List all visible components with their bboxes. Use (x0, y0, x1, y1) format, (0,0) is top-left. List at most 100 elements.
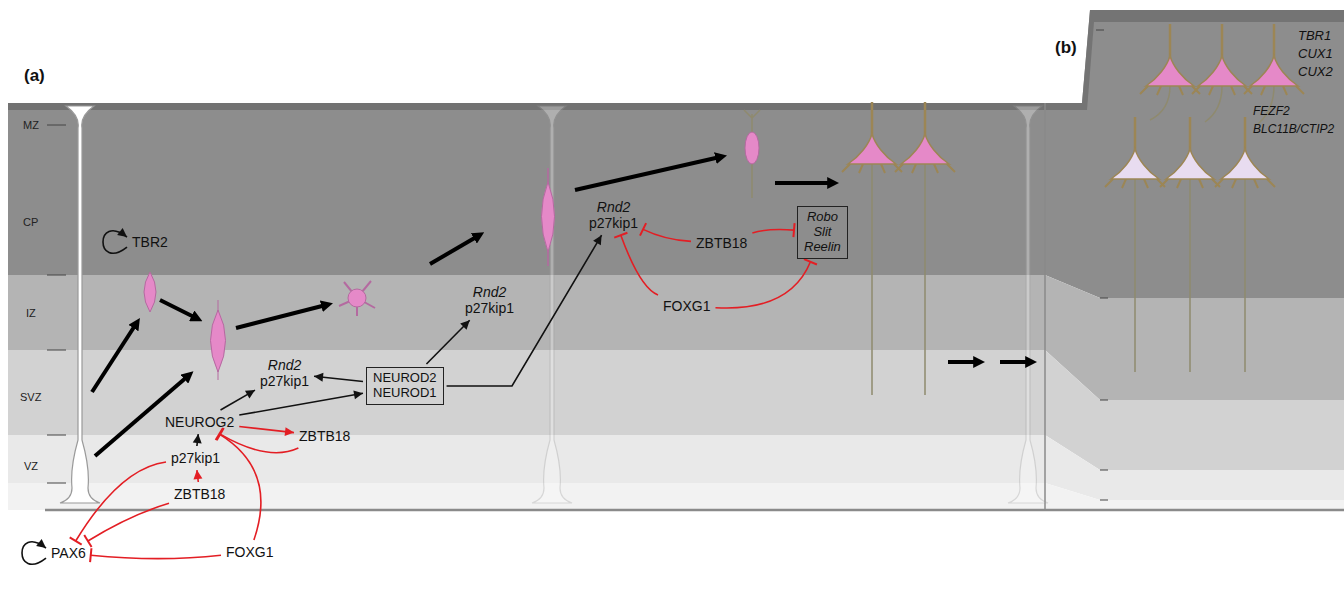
radial-glia (60, 106, 100, 503)
gene-name: Slit (804, 225, 841, 240)
neuron-cells (218, 371, 219, 380)
connector-line (752, 229, 794, 233)
regulation-connector (90, 548, 221, 562)
connector-line (220, 434, 298, 453)
pyramidal-neurons (1244, 24, 1304, 95)
cortex-bands-b (1045, 10, 1344, 298)
panel-letter: (b) (1055, 38, 1077, 58)
neuron-cells (211, 310, 226, 372)
neuron-cells (745, 132, 759, 164)
panel-divider (45, 103, 1344, 510)
arrowhead (353, 390, 363, 399)
zone-label: IZ (26, 307, 36, 320)
gene-label: ZBTB18 (172, 485, 227, 503)
cortex-bands-b (1045, 350, 1344, 470)
gene-name: p27kip1 (589, 215, 638, 231)
lineage-arrow (92, 324, 136, 392)
connector-line (426, 320, 469, 364)
arrowhead (193, 434, 202, 443)
arrowhead (593, 235, 601, 245)
lineage-arrow (575, 157, 720, 190)
pyramidal-neurons (895, 102, 955, 173)
gene-label: NEUROG2 (163, 413, 236, 431)
gene-name: TBR2 (132, 234, 168, 250)
gene-name: Robo (804, 210, 841, 225)
inhibition-bar (614, 233, 627, 238)
gene-label: Rnd2p27kip1 (258, 356, 311, 390)
gene-label: FOXG1 (224, 543, 275, 561)
cortex-bands-b (1045, 10, 1344, 110)
gene-box: NEUROD2NEUROD1 (366, 367, 444, 405)
gene-label: p27kip1 (169, 449, 222, 467)
arrowhead (245, 390, 255, 398)
connector-line (221, 390, 255, 410)
zone-tick (1100, 298, 1108, 299)
connector-line (715, 262, 810, 308)
layer-marker: CUX2 (1298, 65, 1333, 80)
arrowhead (285, 427, 294, 436)
gene-name: Rnd2 (260, 357, 309, 373)
zone-label: CP (23, 216, 38, 229)
connector-line (88, 503, 169, 541)
gene-name: p27kip1 (260, 373, 309, 389)
gene-name: FOXG1 (663, 298, 710, 314)
regulation-connector (70, 462, 166, 545)
pyramidal-neurons (872, 164, 925, 395)
zone-tick (47, 30, 1108, 500)
gene-name: ZBTB18 (174, 486, 225, 502)
inhibition-bar (640, 223, 646, 236)
gene-name: FOXG1 (226, 544, 273, 560)
gene-label: Rnd2p27kip1 (463, 283, 516, 317)
connector-line (621, 235, 658, 295)
inhibition-bar (804, 259, 817, 264)
activation-connector (103, 228, 127, 253)
activation-connector (193, 434, 202, 446)
regulation-connector (614, 233, 658, 295)
arrowhead (193, 470, 202, 479)
regulation-connector (752, 223, 794, 237)
lineage-arrow (775, 181, 832, 185)
connector-line (643, 229, 691, 241)
inhibition-bar (90, 548, 91, 562)
zone-tick (47, 350, 66, 351)
gene-name: PAX6 (51, 545, 86, 561)
zone-tick (47, 125, 66, 126)
gene-label: FOXG1 (661, 297, 712, 315)
cortex-bands-b (1045, 435, 1344, 500)
pyramidal-neurons (842, 102, 902, 173)
cortex-bands-a (8, 275, 1045, 350)
lineage-arrow (1000, 360, 1030, 364)
layer-marker: TBR1 (1298, 29, 1331, 44)
activation-connector (221, 390, 255, 410)
arrowhead (460, 320, 470, 330)
neuron-cells (144, 272, 156, 312)
gene-name: p27kip1 (171, 450, 220, 466)
cortex-bands-a (8, 103, 1045, 110)
regulation-connector (640, 223, 691, 241)
gene-label: Rnd2p27kip1 (587, 198, 640, 232)
gene-name: Rnd2 (465, 284, 514, 300)
zone-tick (1100, 500, 1108, 501)
gene-name: ZBTB18 (696, 235, 747, 251)
pyramidal-neurons (1192, 24, 1252, 95)
zone-tick (1100, 400, 1108, 401)
cortex-bands-a (8, 435, 1045, 483)
neuron-cells (339, 281, 375, 316)
inhibition-bar (793, 223, 794, 237)
gene-name: Rnd2 (589, 199, 638, 215)
zone-tick (1096, 30, 1104, 31)
gene-name: NEUROD1 (373, 386, 437, 401)
panel-divider (45, 509, 1344, 512)
neuron-cells (348, 289, 366, 307)
cortex-bands-b (1045, 483, 1344, 510)
regulation-connector (715, 259, 816, 308)
connector-line (447, 235, 602, 386)
lineage-arrow (948, 360, 978, 364)
neuron-cells (542, 182, 555, 252)
regulation-connector (217, 428, 299, 453)
neuron-cells (144, 110, 760, 380)
cortex-bands-b (1045, 10, 1344, 510)
radial-glia (1008, 106, 1048, 503)
regulation-connector (193, 470, 202, 482)
cortex-bands-a (8, 103, 1045, 510)
